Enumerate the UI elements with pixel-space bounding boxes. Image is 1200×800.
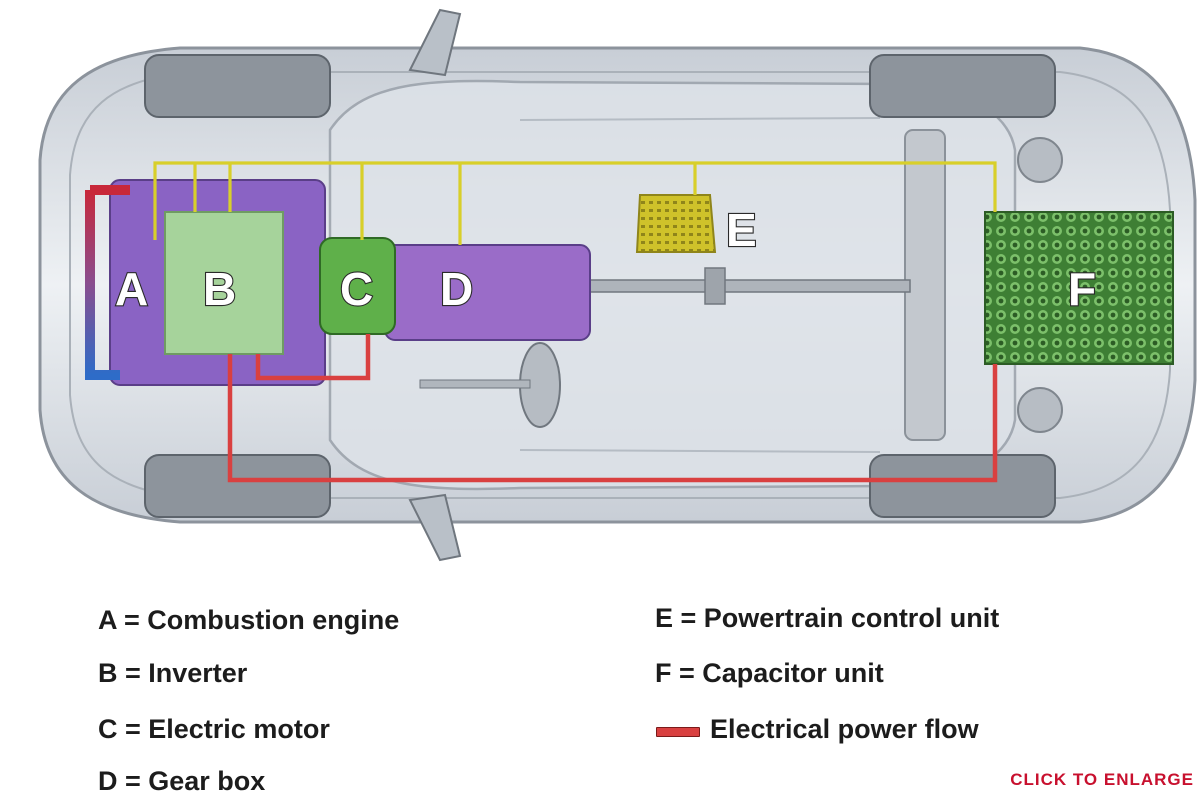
label-e: E [726, 204, 757, 256]
legend-f: F = Capacitor unit [655, 658, 884, 688]
electric-motor-c: C [319, 237, 396, 335]
label-b: B [203, 263, 236, 315]
hybrid-car-diagram: A D B C E F [38, 8, 1197, 562]
legend-power-flow: Electrical power flow [710, 714, 979, 744]
legend-b: B = Inverter [98, 658, 248, 688]
legend-d: D = Gear box [98, 766, 266, 796]
legend-c: C = Electric motor [98, 714, 330, 744]
legend-e: E = Powertrain control unit [655, 603, 1000, 633]
label-a: A [115, 263, 148, 315]
capacitor-unit-f: F [984, 211, 1174, 365]
side-mirrors [408, 8, 462, 562]
inverter-b: B [164, 211, 284, 355]
power-flow-lines [227, 334, 998, 483]
power-flow-swatch [656, 727, 700, 737]
gear-box-d: D [384, 244, 591, 341]
legend-a: A = Combustion engine [98, 605, 400, 635]
wheels [144, 54, 1056, 518]
label-f: F [1068, 263, 1096, 315]
rear-suspension [904, 129, 1063, 441]
label-d: D [440, 263, 473, 315]
powertrain-control-unit-e: E [635, 194, 758, 257]
label-c: C [340, 263, 373, 315]
click-to-enlarge-link[interactable]: CLICK TO ENLARGE [1010, 770, 1194, 789]
signal-lines [153, 161, 997, 245]
